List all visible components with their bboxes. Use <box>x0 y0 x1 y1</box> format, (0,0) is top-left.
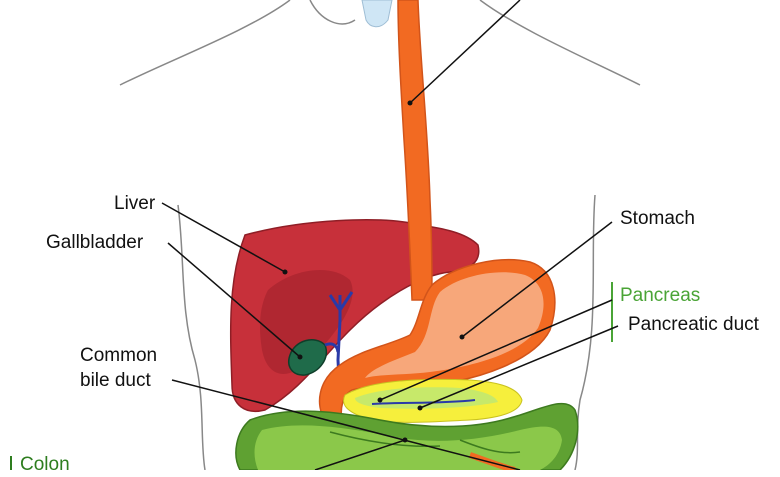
label-common-bile-duct-line1: Common <box>80 345 158 366</box>
label-common-bile-duct-line2: bile duct <box>80 370 151 391</box>
leader-line-gallbladder <box>167 242 301 358</box>
label-stomach: Stomach <box>620 208 695 229</box>
leader-line-colon <box>314 439 406 470</box>
leader-line-common-bile-duct <box>171 379 521 470</box>
leader-line-esophagus <box>409 0 521 104</box>
leader-line-stomach <box>461 221 613 338</box>
leader-dots <box>282 100 465 443</box>
label-liver: Liver <box>114 193 156 214</box>
label-pancreas: Pancreas <box>620 285 701 306</box>
leader-lines <box>161 0 619 470</box>
leader-line-liver <box>161 202 286 273</box>
label-pancreatic-duct: Pancreatic duct <box>628 314 759 335</box>
pancreas <box>343 378 523 423</box>
label-colon: Colon <box>20 454 70 475</box>
trachea <box>361 0 393 28</box>
gallbladder <box>288 339 327 376</box>
label-gallbladder: Gallbladder <box>46 232 144 253</box>
leader-line-pancreas <box>379 299 613 401</box>
leader-line-pancreatic-duct <box>419 325 619 409</box>
body-outline <box>119 0 641 470</box>
intestines <box>235 402 579 470</box>
